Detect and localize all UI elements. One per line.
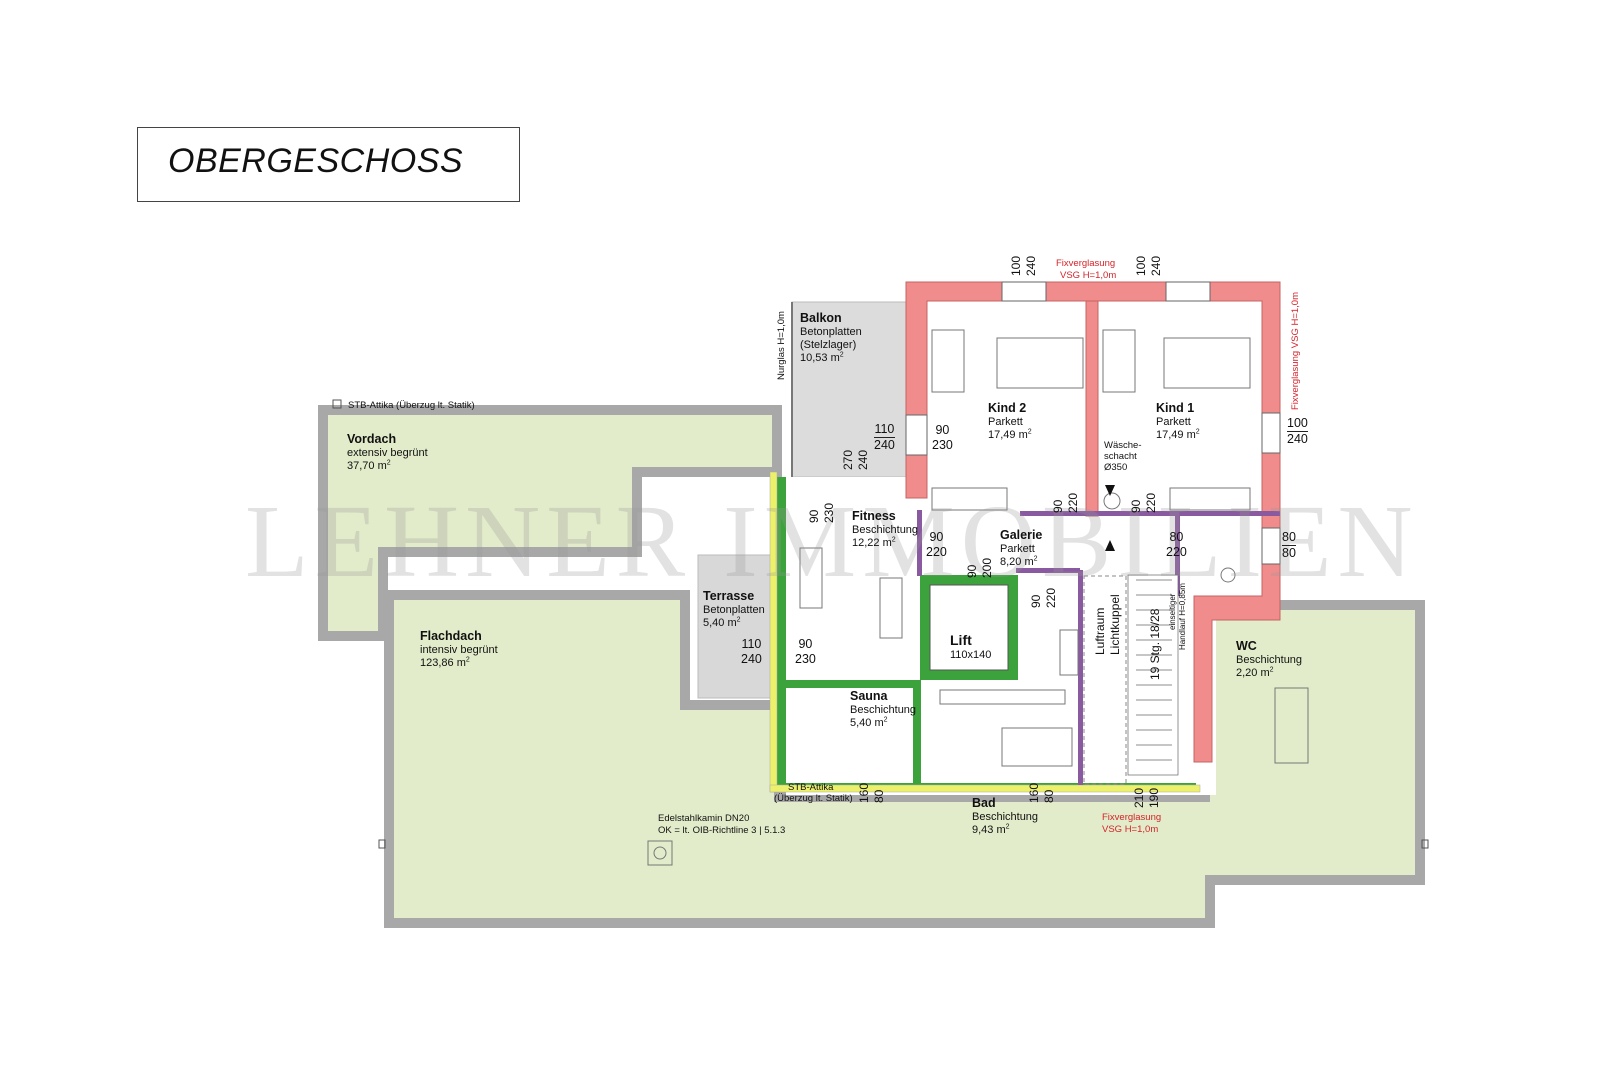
waesche-3: Ø350	[1104, 462, 1128, 473]
entry-arrow	[1105, 540, 1115, 551]
dim-kind1-gal-a: 90	[1129, 499, 1143, 513]
fix-right-note: Fixverglasung VSG H=1,0m	[1290, 291, 1301, 410]
plan-title: OBERGESCHOSS	[168, 142, 464, 180]
stb-attika-bottom-2: (Überzug lt. Statik)	[774, 793, 853, 804]
dim-sauna-win-b: 80	[872, 789, 886, 803]
dim-bad-win-a: 160	[1027, 782, 1041, 803]
dim-fitness-win-a: 90	[807, 509, 821, 523]
dim-sauna-win-a: 160	[857, 782, 871, 803]
dim-bad-door-b: 220	[1044, 587, 1058, 608]
plan-title-box: OBERGESCHOSS	[137, 127, 520, 202]
dim-balkon-door-a: 270	[841, 449, 855, 470]
stb-attika-bottom-1: STB-Attika	[788, 782, 834, 793]
dim-bad-door-a: 90	[1029, 594, 1043, 608]
exterior-walls	[905, 281, 1281, 763]
dim-kind2-top-b: 240	[1024, 255, 1038, 276]
flachdach-roof-area	[394, 600, 1415, 918]
partition-fitness	[917, 510, 922, 576]
window-kind2-top	[1001, 281, 1047, 302]
window-kind1-side	[1261, 412, 1281, 454]
dim-kind1-top-a: 100	[1134, 255, 1148, 276]
dim-bad-win-b: 80	[1042, 789, 1056, 803]
green-wall-sauna	[786, 680, 921, 688]
fix-bottom-note-2: VSG H=1,0m	[1102, 824, 1159, 835]
vordach-roof-area	[328, 415, 772, 631]
waesche-2: schacht	[1104, 451, 1137, 462]
dim-kind2-gal-b: 220	[1066, 492, 1080, 513]
lift-cabin	[929, 584, 1009, 671]
dim-stair-win-b: 190	[1147, 787, 1161, 808]
fix-top-note-1: Fixverglasung	[1056, 258, 1116, 269]
dim-kind1-gal-b: 220	[1144, 492, 1158, 513]
waesche-1: Wäsche-	[1104, 440, 1142, 451]
dim-lift-door-a: 90	[965, 564, 979, 578]
partition-wc	[1175, 516, 1180, 596]
dim-kind2-gal-a: 90	[1051, 499, 1065, 513]
staircase	[1127, 574, 1179, 776]
fix-bottom-note-1: Fixverglasung	[1102, 812, 1162, 823]
dim-stair-win-a: 210	[1132, 787, 1146, 808]
watermark: LEHNER IMMOBILIEN	[245, 484, 1419, 599]
dim-lift-door-b: 200	[980, 557, 994, 578]
partition-bad	[1078, 570, 1083, 785]
luftraum-label: Luftraum	[1093, 607, 1107, 655]
dim-fitness-win-b: 230	[822, 502, 836, 523]
dim-kind1-top-b: 240	[1149, 255, 1163, 276]
lichtkuppel-label: Lichtkuppel	[1108, 594, 1122, 655]
handlauf-2: Handlauf H=0,85m	[1178, 583, 1187, 650]
edge-marker-left	[378, 839, 386, 849]
yellow-wall-bottom	[769, 784, 1201, 793]
partition-bad-top	[1016, 568, 1080, 573]
kamin-note-1: Edelstahlkamin DN20	[658, 813, 750, 824]
stb-attika-top-note: STB-Attika (Überzug lt. Statik)	[348, 400, 475, 411]
partition-galerie	[1020, 511, 1280, 516]
kamin-note-2: OK = lt. OIB-Richtline 3 | 5.1.3	[658, 825, 786, 836]
dim-kind2-top-a: 100	[1009, 255, 1023, 276]
window-kind1-top	[1165, 281, 1211, 302]
entry-arrow-2	[1105, 485, 1115, 496]
luftraum-area	[1083, 575, 1127, 785]
stairs-label: 19 Stg. 18/28	[1148, 608, 1162, 680]
dim-balkon-door-b: 240	[856, 449, 870, 470]
attika-marker	[332, 399, 342, 409]
window-wc-side	[1261, 527, 1281, 565]
furniture	[647, 329, 1309, 866]
green-wall-sauna-2	[913, 680, 921, 783]
fix-top-note-2: VSG H=1,0m	[1060, 270, 1117, 281]
nurglas-note: Nurglas H=1,0m	[776, 311, 787, 380]
window-kind2-side	[905, 414, 928, 456]
edge-marker-right	[1421, 839, 1429, 849]
